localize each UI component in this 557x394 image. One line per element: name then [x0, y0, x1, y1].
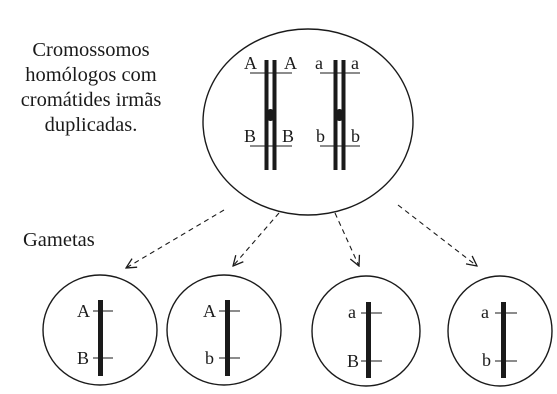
gamete-cell-4	[447, 275, 553, 387]
allele-b-left: b	[316, 126, 325, 146]
centromere-1	[266, 109, 275, 121]
gamete-2-bottom-allele: b	[205, 348, 214, 368]
arrow-to-gamete-4	[397, 204, 477, 266]
gamete-3-top-allele: a	[348, 302, 356, 322]
gamete-2: A b	[166, 274, 282, 386]
allele-a-right: a	[351, 53, 359, 73]
arrow-to-gamete-2	[233, 212, 280, 266]
gametes-label: Gametas	[23, 229, 95, 251]
caption-line-3: cromátides irmãs	[20, 89, 162, 111]
gamete-3: a B	[311, 275, 421, 387]
caption-line-1: Cromossomos	[32, 39, 150, 61]
gamete-1-bottom-allele: B	[77, 348, 89, 368]
gamete-1-top-allele: A	[77, 301, 90, 321]
gamete-4-top-allele: a	[481, 302, 489, 322]
chromosome-2: a a b b	[315, 53, 360, 170]
gamete-chromosome-3	[366, 302, 371, 378]
gamete-cell-1	[42, 274, 158, 386]
gamete-chromosome-2	[225, 300, 230, 376]
gamete-4-bottom-allele: b	[482, 350, 491, 370]
parent-cell	[202, 28, 414, 216]
parent-cell-caption: Cromossomos homólogos com cromátides irm…	[0, 38, 182, 138]
allele-B-right: B	[282, 126, 294, 146]
allele-B-left: B	[244, 126, 256, 146]
arrow-to-gamete-3	[334, 212, 359, 266]
allele-A-right: A	[284, 53, 297, 73]
centromere-2	[335, 109, 344, 121]
caption-line-2: homólogos com	[25, 64, 157, 86]
allele-a-left: a	[315, 53, 323, 73]
arrow-to-gamete-1	[126, 209, 225, 268]
chromosome-1: A A B B	[244, 53, 297, 170]
allele-A-left: A	[244, 53, 257, 73]
allele-b-right: b	[351, 126, 360, 146]
gamete-cell-2	[166, 274, 282, 386]
gamete-1: A B	[42, 274, 158, 386]
gamete-2-top-allele: A	[203, 301, 216, 321]
gamete-3-bottom-allele: B	[347, 351, 359, 371]
gamete-chromosome-4	[501, 302, 506, 378]
gamete-cell-3	[311, 275, 421, 387]
gamete-chromosome-1	[98, 300, 103, 376]
gamete-4: a b	[447, 275, 553, 387]
caption-line-4: duplicadas.	[44, 114, 138, 136]
